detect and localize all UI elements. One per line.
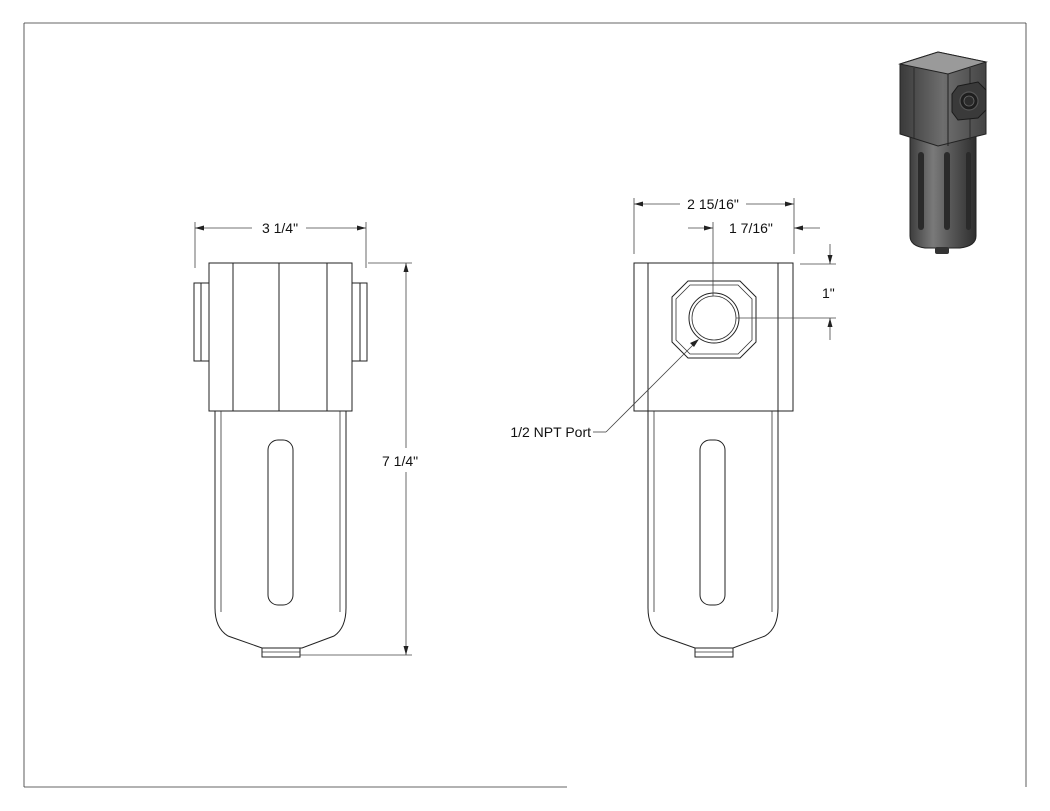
- side-view: 2 15/16" 1 7/16" 1" 1/2 NPT Port: [510, 196, 836, 658]
- front-height-dimension: 7 1/4": [382, 453, 418, 469]
- front-sight-window: [267, 439, 294, 606]
- side-head-block: [633, 262, 794, 412]
- side-port-height-dimension: 1": [822, 285, 835, 301]
- front-drain: [261, 647, 301, 658]
- side-drain: [694, 647, 734, 658]
- front-view: 3 1/4" 7 1/4": [193, 220, 418, 658]
- port-callout-label: 1/2 NPT Port: [510, 424, 591, 440]
- front-width-dimension: 3 1/4": [262, 220, 298, 236]
- sheet-border: [23, 22, 1027, 788]
- side-port-offset-dimension: 1 7/16": [729, 220, 773, 236]
- front-head-block: [208, 262, 353, 412]
- isometric-filter-render: [898, 51, 988, 254]
- front-bowl: [214, 410, 347, 649]
- side-port-boss: [671, 280, 757, 359]
- side-width-dimension: 2 15/16": [687, 196, 739, 212]
- side-bowl: [647, 410, 779, 649]
- side-sight-window: [699, 439, 726, 606]
